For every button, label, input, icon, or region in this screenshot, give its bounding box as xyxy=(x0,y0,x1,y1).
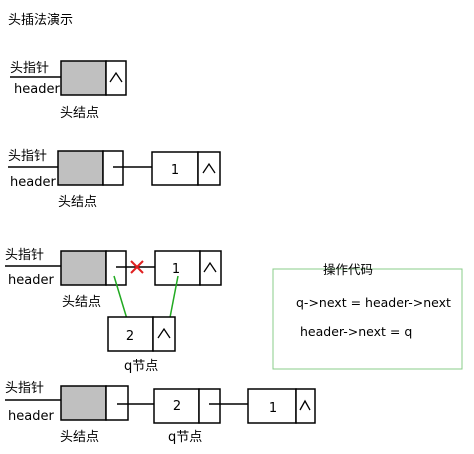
step2-node1-value: 1 xyxy=(171,163,179,178)
step3-head-data-cell xyxy=(60,250,107,286)
step4-final-list: 头指针 header 2 1 头结点 q节点 xyxy=(5,381,316,445)
step3-header-label: header xyxy=(8,273,54,288)
step2-head-data-cell xyxy=(57,150,104,186)
step3-node1-data-cell xyxy=(154,250,201,286)
step1-null-icon xyxy=(109,71,123,83)
step2-node1-data-cell xyxy=(151,151,199,186)
step3-head-next-cell xyxy=(105,250,127,286)
step4-head-next-cell xyxy=(105,385,129,421)
step2-head-pointer-label: 头指针 xyxy=(8,149,47,164)
step4-head-pointer-label: 头指针 xyxy=(5,381,44,396)
step3-head-pointer-label: 头指针 xyxy=(5,248,44,263)
step4-head-data-cell xyxy=(60,385,107,421)
step3-q-data-cell xyxy=(107,316,154,352)
step2-null-icon xyxy=(202,162,216,174)
code-line-1: q->next = header->next xyxy=(296,295,451,310)
step2-head-node-label: 头结点 xyxy=(58,195,97,210)
code-box: 操作代码 q->next = header->next header->next… xyxy=(272,262,463,370)
step3-q-next-cell xyxy=(152,316,176,352)
step3-header-to-q-link xyxy=(113,275,128,320)
step4-q-value: 2 xyxy=(173,399,181,414)
step2-header-label: header xyxy=(10,175,56,190)
step3-head-node-label: 头结点 xyxy=(62,295,101,310)
step4-q-node-label: q节点 xyxy=(168,430,202,445)
code-line-2: header->next = q xyxy=(300,324,412,339)
step4-q-data-cell xyxy=(153,388,200,424)
step3-node1-value: 1 xyxy=(172,262,180,277)
step4-null-icon xyxy=(299,399,311,411)
step4-node1-data-cell xyxy=(247,388,297,424)
step1-empty-list: 头指针 header 头结点 xyxy=(10,60,127,121)
step3-node1-next-cell xyxy=(199,250,222,286)
step1-head-data-cell xyxy=(60,60,107,96)
step3-q-null-icon xyxy=(157,327,171,339)
page-title: 头插法演示 xyxy=(8,12,73,28)
step3-null-icon xyxy=(203,261,217,273)
code-box-border xyxy=(272,268,463,370)
step1-head-next-cell xyxy=(105,60,127,96)
step3-q-node-label: q节点 xyxy=(124,359,158,374)
step1-head-node-label: 头结点 xyxy=(60,106,99,121)
step3-cut-link-x-icon xyxy=(130,260,144,274)
step1-header-label: header xyxy=(14,82,60,97)
step4-q-next-cell xyxy=(198,388,221,424)
step2-head-next-cell xyxy=(102,150,124,186)
step3-inserting-q: 头指针 header 1 2 头结点 q节点 xyxy=(5,248,222,374)
step2-node1-next-cell xyxy=(197,151,221,186)
step2-list-with-one-node: 头指针 header 1 头结点 xyxy=(8,149,221,210)
step4-header-label: header xyxy=(8,409,54,424)
step4-node1-next-cell xyxy=(295,388,316,424)
step1-head-pointer-label: 头指针 xyxy=(10,61,49,76)
code-box-title: 操作代码 xyxy=(323,262,373,277)
step4-node1-value: 1 xyxy=(269,401,277,416)
step3-q-value: 2 xyxy=(126,329,134,344)
step4-head-node-label: 头结点 xyxy=(60,430,99,445)
